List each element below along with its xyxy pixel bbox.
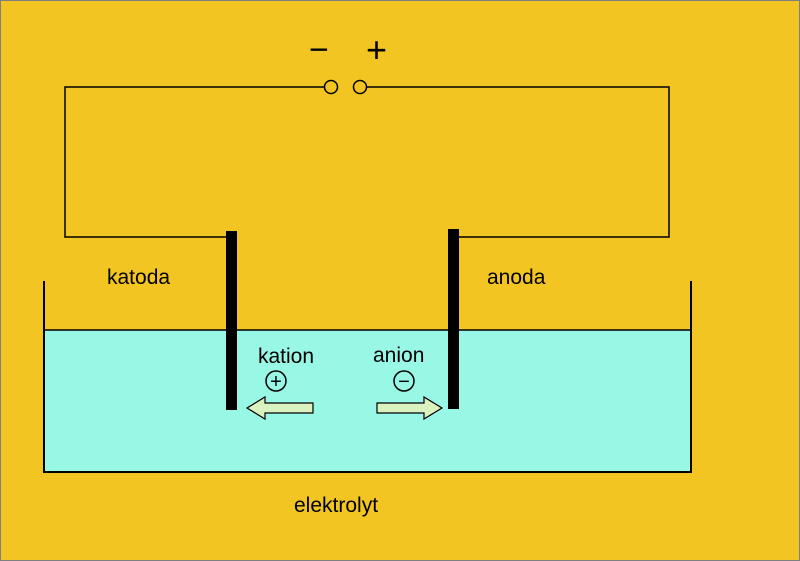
anode-label: anoda: [487, 266, 546, 289]
terminal-positive: [352, 79, 368, 95]
anion-arrow-right-icon: [376, 395, 444, 421]
anion-charge-symbol: −: [398, 371, 410, 393]
vessel-outline: [43, 281, 692, 473]
electrolyte-liquid: [44, 330, 691, 472]
terminal-negative: [323, 79, 339, 95]
anion-charge-icon: [393, 370, 415, 392]
cation-charge-symbol: +: [270, 371, 282, 393]
electrolyte-label: elektrolyt: [294, 494, 379, 517]
cathode-label: katoda: [107, 266, 171, 289]
anode-electrode: [448, 229, 459, 409]
cation-label: kation: [258, 345, 315, 368]
terminal-minus-label: −: [309, 31, 329, 69]
terminal-plus-label: +: [366, 29, 388, 70]
cation-charge-icon: [265, 370, 287, 392]
anion-label: anion: [373, 344, 425, 367]
cathode-electrode: [226, 231, 237, 410]
wire-cathode-side: [64, 86, 325, 238]
wire-anode-side: [367, 86, 670, 238]
cation-arrow-left-icon: [245, 395, 314, 421]
